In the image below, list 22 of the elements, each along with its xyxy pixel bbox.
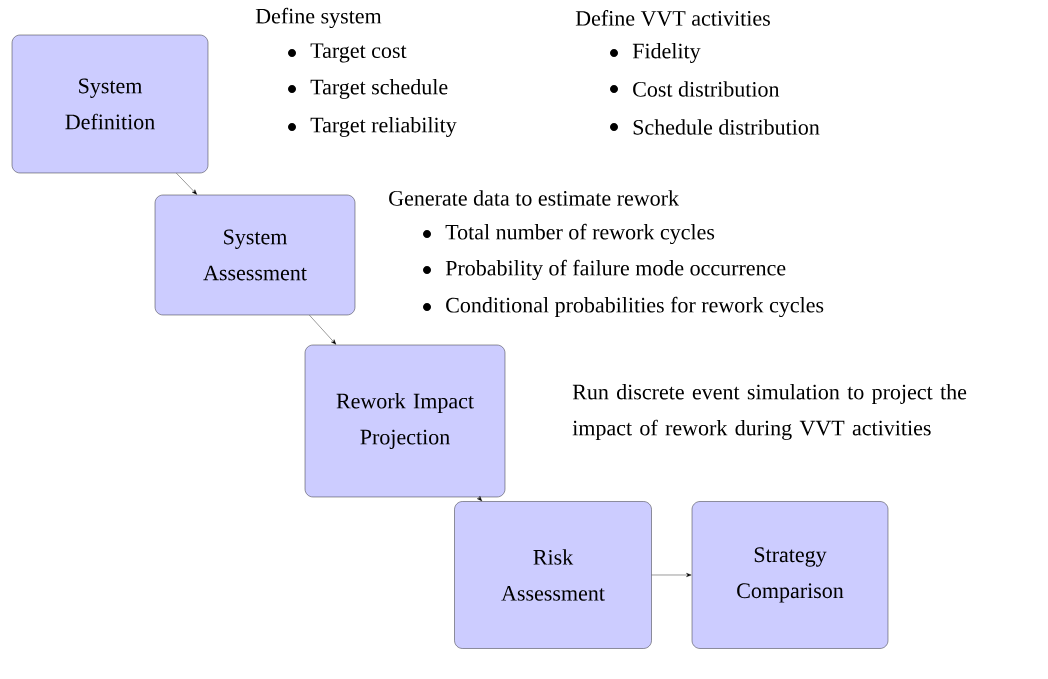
process-box: Strategy Comparison (691, 501, 889, 649)
bullet-item: Target schedule (310, 79, 448, 99)
process-box: System Definition (11, 34, 209, 174)
bullet-item: Cost distribution (633, 81, 780, 97)
bullet-item: Schedule distribution (633, 119, 820, 135)
bullet-item: Total number of rework cycles (445, 223, 715, 245)
bullet-item: Target reliability (310, 117, 457, 137)
arrow (176, 173, 197, 195)
bullet-item: Fidelity (632, 43, 701, 63)
arrow (651, 573, 692, 577)
heading-text: Define system (255, 7, 382, 29)
process-box: System Assessment (154, 194, 356, 316)
arrow (477, 496, 483, 502)
bullet-item: Probability of failure mode occurrence (445, 259, 786, 281)
description-text: Run discrete event simulation to project the impact of rework during VVT activities (572, 384, 967, 440)
arrow (309, 315, 337, 345)
process-box: Rework Impact Projection (304, 344, 506, 498)
process-box: Risk Assessment (454, 501, 652, 649)
heading-text: Define VVT activities (575, 10, 770, 26)
bullet-item: Target cost (310, 43, 407, 63)
bullet-item: Conditional probabilities for rework cycles (446, 296, 824, 318)
heading-text: Generate data to estimate rework (389, 190, 679, 206)
